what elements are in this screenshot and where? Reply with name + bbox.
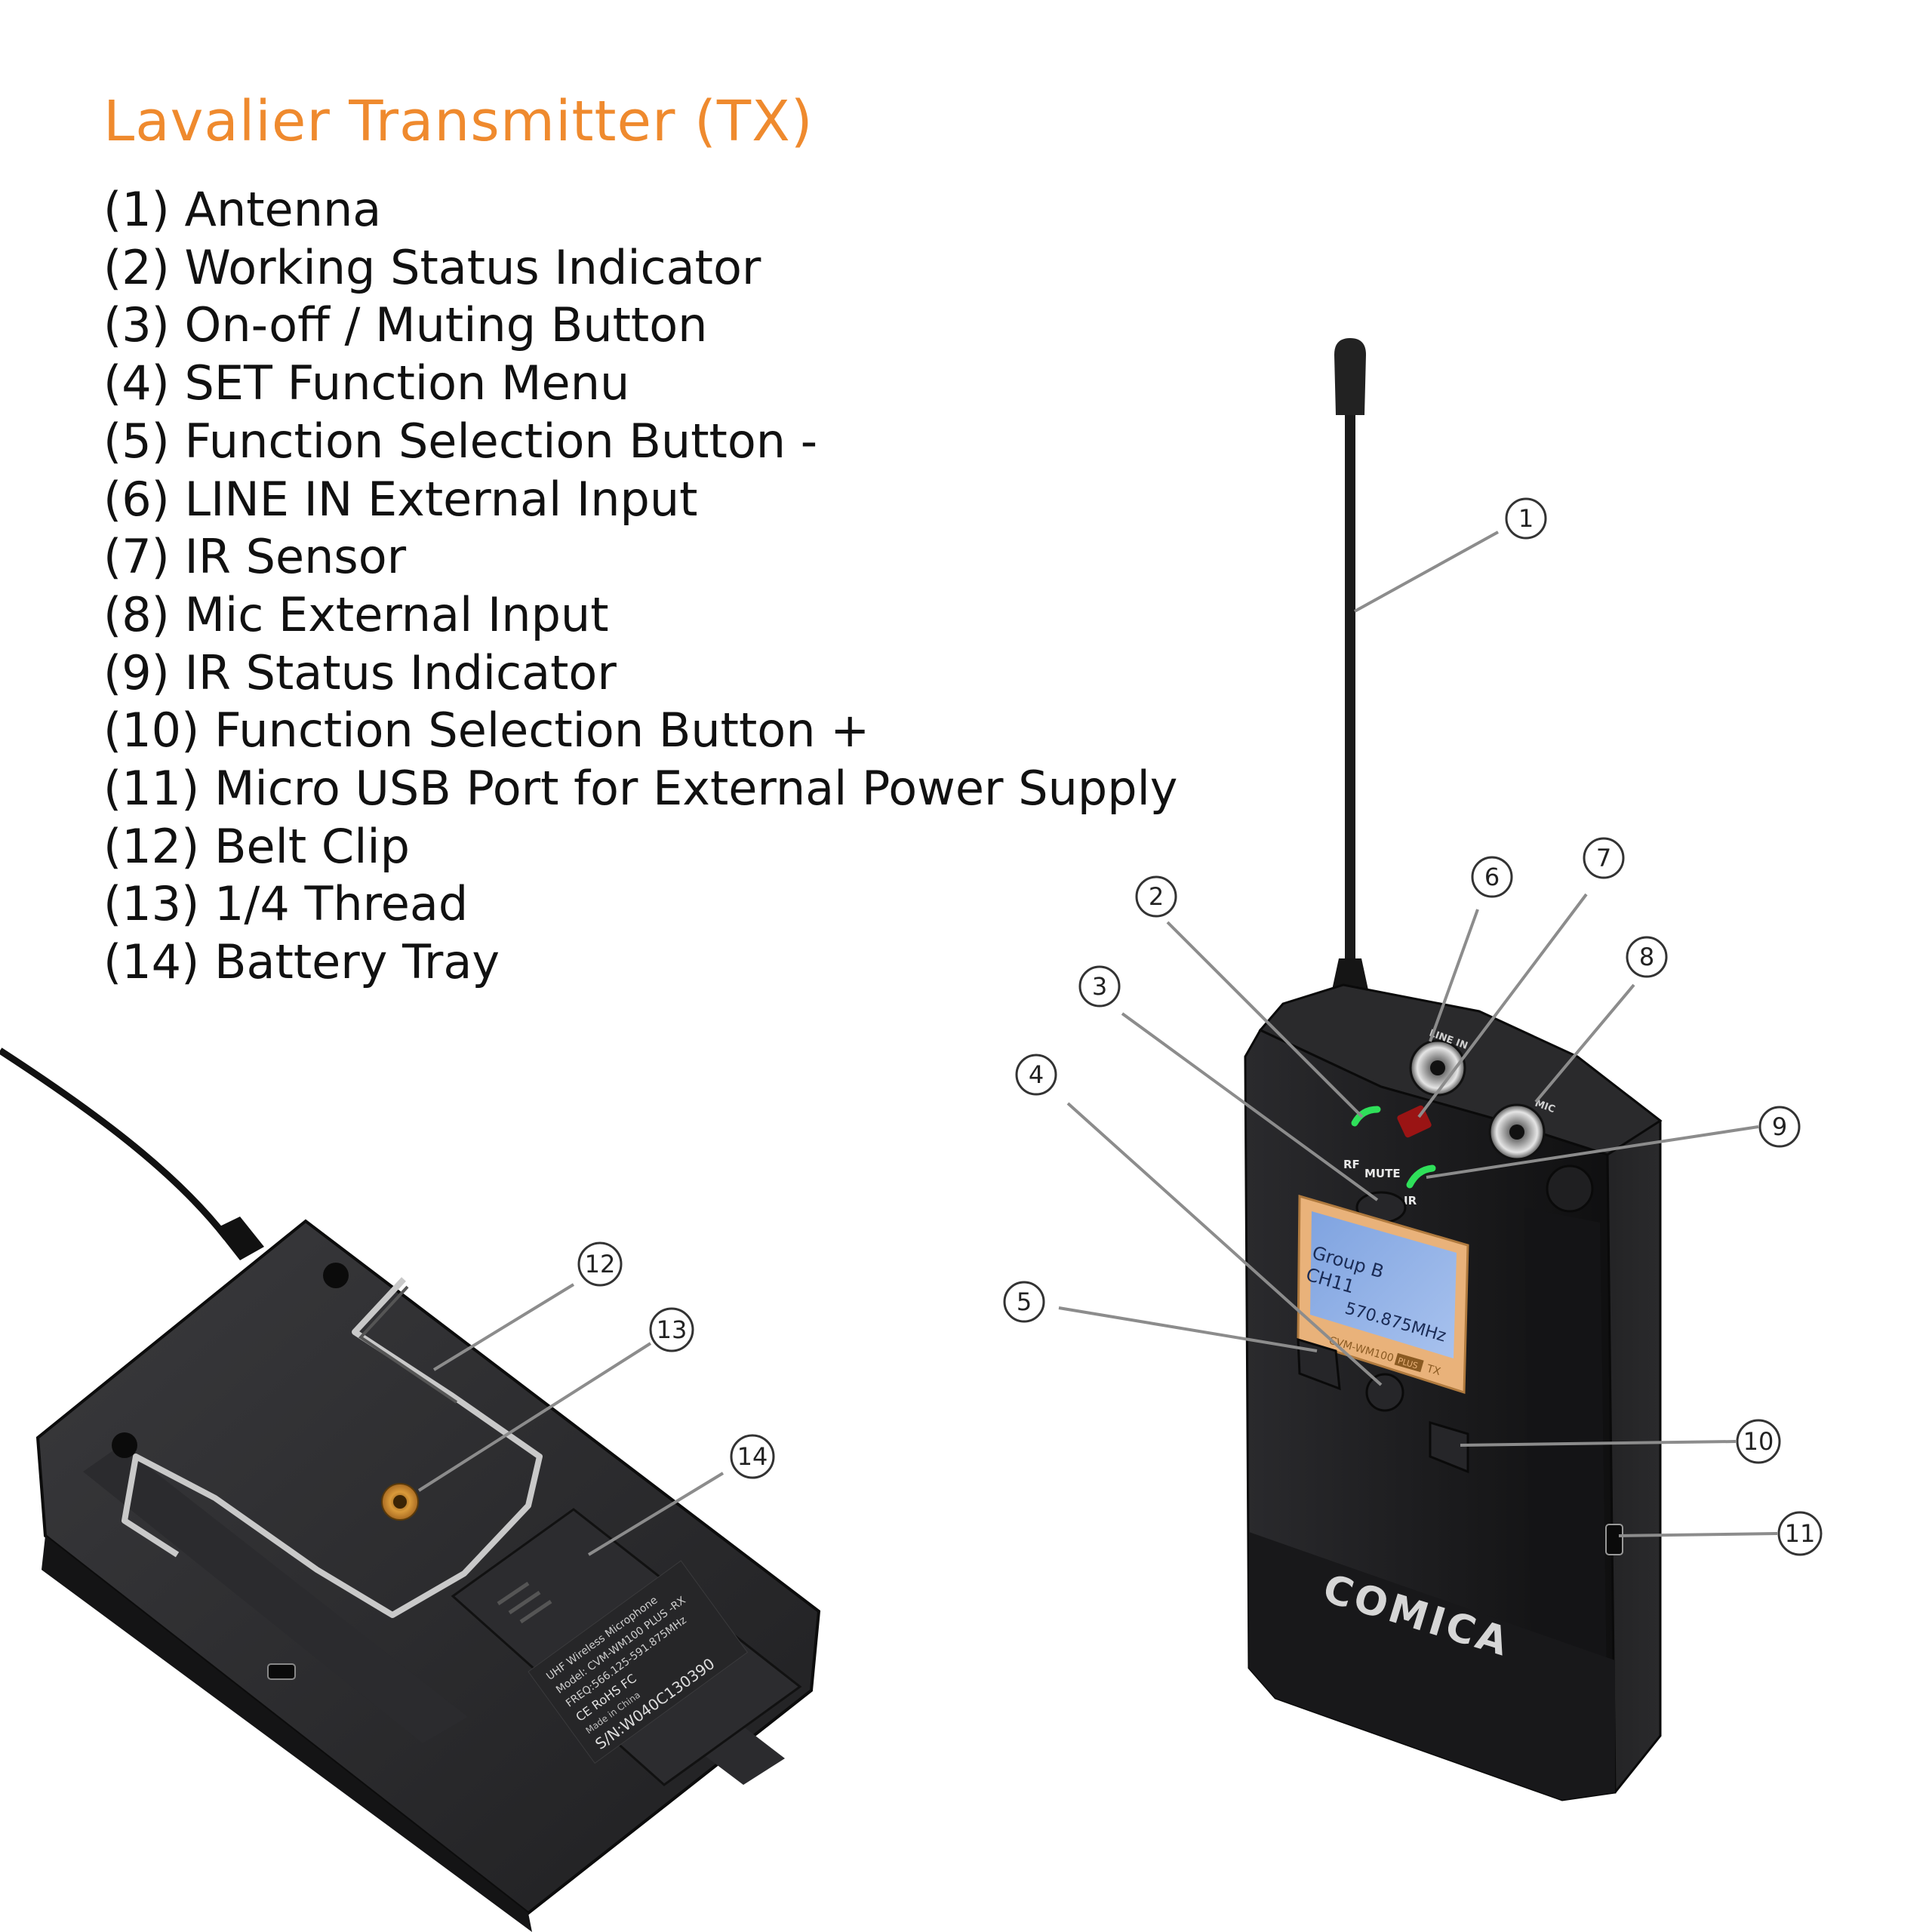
page-title: Lavalier Transmitter (TX) — [103, 89, 814, 154]
callout-number: 9 — [1772, 1112, 1787, 1141]
leader-line-13 — [417, 1342, 652, 1492]
cable-plug — [215, 1217, 264, 1260]
label-mute: MUTE — [1364, 1167, 1401, 1180]
part-item-quarter-thread: (13) 1/4 Thread — [103, 876, 469, 932]
leader-line-7 — [1417, 893, 1588, 1118]
part-item-function-selection-minus: (5) Function Selection Button - — [103, 413, 818, 469]
label-ir: IR — [1404, 1194, 1417, 1208]
lavalier-cable — [0, 1048, 229, 1240]
callout-7: 7 — [1583, 837, 1625, 879]
part-item-micro-usb-port: (11) Micro USB Port for External Power S… — [103, 761, 1178, 817]
callout-14: 14 — [730, 1434, 775, 1479]
callout-number: 6 — [1484, 863, 1500, 891]
front-view-device: RF MUTE IR LINE IN MIC Group B CH11 570.… — [1244, 338, 1663, 1801]
callout-number: 13 — [657, 1315, 688, 1344]
part-item-line-in-input: (6) LINE IN External Input — [103, 471, 698, 527]
front-bottom-section — [1249, 1532, 1615, 1800]
part-item-ir-sensor: (7) IR Sensor — [103, 529, 407, 585]
part-item-ir-status-indicator: (9) IR Status Indicator — [103, 645, 617, 700]
leader-line-9 — [1426, 1125, 1759, 1179]
part-item-working-status-indicator: (2) Working Status Indicator — [103, 239, 761, 295]
callout-8: 8 — [1626, 936, 1668, 978]
callout-12: 12 — [577, 1241, 623, 1287]
lcd-screen — [1310, 1211, 1457, 1358]
callout-9: 9 — [1758, 1106, 1801, 1148]
back-body — [35, 1219, 821, 1915]
part-item-function-selection-plus: (10) Function Selection Button + — [103, 703, 870, 758]
leader-line-14 — [587, 1472, 724, 1556]
plus-button[interactable] — [1429, 1420, 1469, 1474]
quarter-thread-hole — [393, 1495, 407, 1509]
antenna-tip — [1334, 338, 1366, 415]
back-usb-port — [267, 1663, 296, 1680]
callout-4: 4 — [1015, 1054, 1057, 1096]
side-usb-port — [1605, 1524, 1623, 1555]
leader-line-2 — [1166, 921, 1364, 1118]
callout-1: 1 — [1505, 497, 1547, 540]
callout-number: 2 — [1149, 882, 1164, 911]
leader-line-4 — [1066, 1102, 1383, 1386]
leader-line-12 — [432, 1283, 575, 1371]
minus-button[interactable] — [1297, 1337, 1341, 1391]
lcd-tx: TX — [1425, 1362, 1442, 1378]
back-view-device: UHF Wireless Microphone Model: CVM-WM100… — [0, 1048, 821, 1932]
leader-line-1 — [1354, 531, 1499, 613]
leader-line-5 — [1058, 1306, 1318, 1352]
callout-11: 11 — [1777, 1511, 1823, 1556]
part-item-set-function-menu: (4) SET Function Menu — [103, 355, 630, 411]
callout-number: 5 — [1017, 1287, 1032, 1316]
leader-line-10 — [1460, 1440, 1737, 1447]
leader-line-3 — [1121, 1012, 1379, 1201]
screw-hole — [112, 1432, 137, 1458]
part-item-on-off-muting-button: (3) On-off / Muting Button — [103, 297, 708, 353]
label-rf: RF — [1343, 1158, 1360, 1171]
battery-rail-left — [83, 1445, 468, 1743]
callout-2: 2 — [1135, 875, 1177, 918]
part-item-antenna: (1) Antenna — [103, 182, 382, 237]
line-in-jack-hole — [1430, 1060, 1445, 1075]
callout-number: 8 — [1639, 943, 1654, 971]
callout-10: 10 — [1736, 1419, 1781, 1464]
leader-lines — [417, 531, 1778, 1556]
part-item-battery-tray: (14) Battery Tray — [103, 934, 500, 990]
battery-tray-grip — [497, 1581, 552, 1624]
belt-clip-wire-shadow — [358, 1285, 458, 1404]
screw-hole — [323, 1263, 349, 1288]
callout-13: 13 — [649, 1307, 694, 1352]
callout-5: 5 — [1003, 1281, 1045, 1323]
callout-3: 3 — [1078, 965, 1121, 1008]
ir-status-led — [1406, 1164, 1436, 1189]
leader-line-11 — [1618, 1532, 1778, 1537]
set-button[interactable] — [1365, 1373, 1404, 1412]
callout-number: 11 — [1785, 1519, 1816, 1548]
callout-number: 4 — [1029, 1060, 1044, 1089]
part-item-belt-clip: (12) Belt Clip — [103, 818, 410, 874]
back-body-side — [42, 1536, 532, 1932]
working-status-led — [1351, 1106, 1381, 1127]
top-knob — [1546, 1164, 1594, 1213]
callout-number: 3 — [1092, 972, 1107, 1001]
callout-number: 12 — [585, 1250, 616, 1278]
antenna-rod — [1345, 400, 1355, 974]
belt-clip-wire — [122, 1277, 543, 1618]
leader-line-6 — [1429, 909, 1479, 1042]
callout-number: 7 — [1596, 844, 1611, 872]
callout-number: 14 — [737, 1442, 768, 1471]
mic-jack-hole — [1509, 1124, 1524, 1140]
front-grip-panel — [1524, 1208, 1607, 1736]
leader-line-8 — [1534, 983, 1635, 1103]
parts-list: (1) Antenna (2) Working Status Indicator… — [103, 181, 1178, 992]
callout-number: 10 — [1743, 1427, 1774, 1456]
part-item-mic-input: (8) Mic External Input — [103, 586, 609, 642]
callout-number: 1 — [1518, 504, 1534, 533]
callout-6: 6 — [1471, 856, 1513, 898]
